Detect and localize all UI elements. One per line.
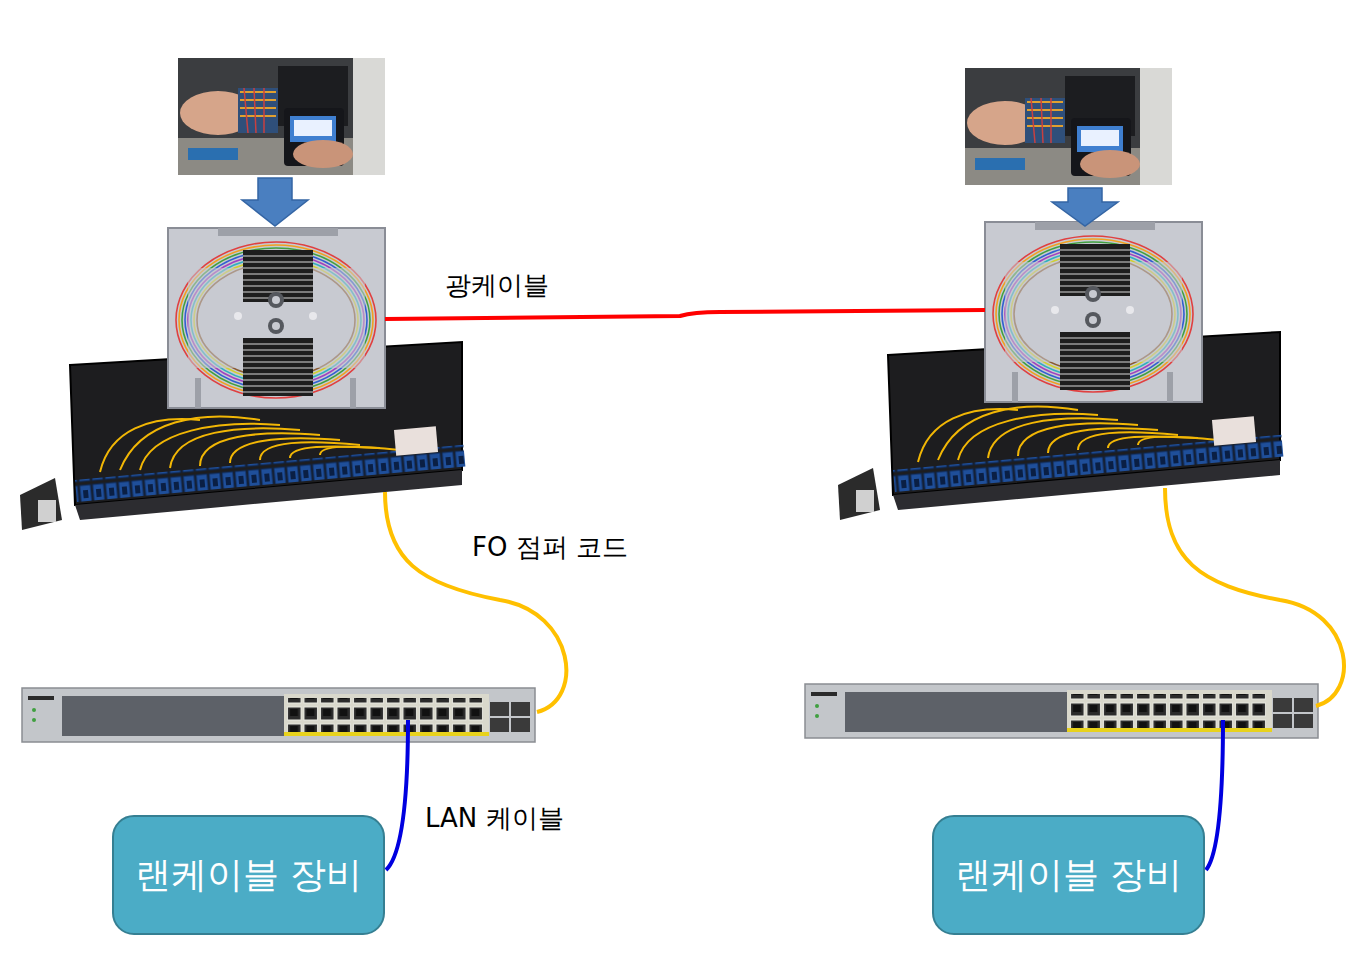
down-arrow	[1052, 188, 1118, 226]
network-switch	[805, 684, 1318, 738]
equipment-box: 랜케이블 장비	[932, 815, 1205, 935]
jumper-cord	[385, 492, 566, 712]
optical-cable	[385, 310, 985, 319]
box-label: 랜케이블 장비	[135, 853, 362, 896]
cable-label: 광케이블	[445, 270, 549, 301]
splice-tray	[168, 228, 385, 408]
cable-label: FO 점퍼 코드	[472, 532, 628, 563]
equipment-box: 랜케이블 장비	[112, 815, 385, 935]
network-switch	[22, 688, 535, 742]
fusion-splicer-photo	[965, 68, 1172, 185]
lan-cable	[1206, 720, 1223, 870]
fusion-splicer-photo	[178, 58, 385, 175]
splice-tray	[985, 222, 1202, 402]
box-label: 랜케이블 장비	[955, 853, 1182, 896]
lan-cable	[386, 720, 408, 870]
cable-label: LAN 케이블	[425, 803, 564, 834]
jumper-cord	[1165, 488, 1344, 706]
down-arrow	[242, 178, 308, 226]
